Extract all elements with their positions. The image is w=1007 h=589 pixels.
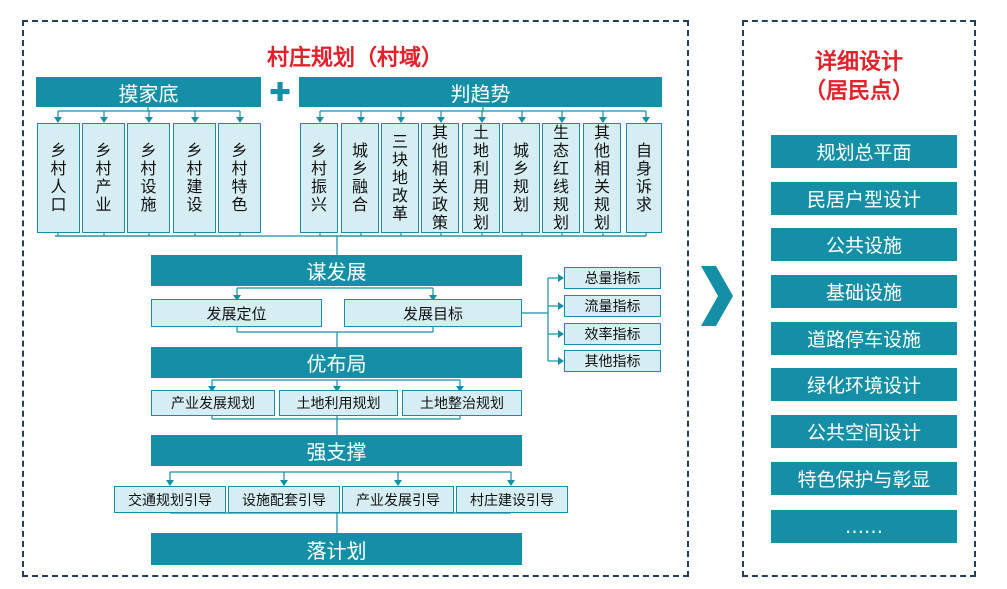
panqushi-item: 乡村振兴 <box>300 123 338 233</box>
panqushi-item: 城乡融合 <box>341 123 379 233</box>
panqushi-item: 其他相关政策 <box>421 123 459 233</box>
panqushi-item: 生态红线规划 <box>542 123 580 233</box>
detail-design-item: 基础设施 <box>771 275 957 308</box>
left-panel-frame <box>22 20 689 577</box>
chanye-fazhan-yindao-box: 产业发展引导 <box>342 486 454 513</box>
panqushi-item: 自身诉求 <box>626 123 662 233</box>
jiaotong-guihua-yindao-box: 交通规划引导 <box>114 486 226 513</box>
indicator-efficiency: 效率指标 <box>564 323 661 345</box>
transition-arrow <box>701 266 733 326</box>
panqushi-item: 土地利用规划 <box>462 123 500 233</box>
detail-design-item: 公共空间设计 <box>771 415 957 448</box>
tudi-zhengzhi-guihua-box: 土地整治规划 <box>402 390 522 416</box>
youbuju-header: 优布局 <box>151 347 522 378</box>
fazhan-mubiao-box: 发展目标 <box>344 299 522 327</box>
panqushi-header: 判趋势 <box>299 77 662 107</box>
left-panel-title: 村庄规划（村域） <box>266 46 443 71</box>
detail-design-item: …… <box>771 510 957 543</box>
mojiadi-item: 乡村设施 <box>127 123 170 233</box>
indicator-other: 其他指标 <box>564 350 661 372</box>
detail-design-item: 规划总平面 <box>771 135 957 168</box>
detail-design-item: 公共设施 <box>771 228 957 261</box>
right-panel-frame <box>742 20 976 577</box>
fazhan-dingwei-box: 发展定位 <box>151 299 322 327</box>
detail-design-item: 道路停车设施 <box>771 322 957 355</box>
panqushi-item: 其他相关规划 <box>583 123 621 233</box>
detail-design-item: 特色保护与彰显 <box>771 462 957 495</box>
mojiadi-item: 乡村特色 <box>218 123 261 233</box>
mojiadi-item: 乡村建设 <box>173 123 216 233</box>
panqushi-item: 三块地改革 <box>381 123 419 233</box>
mojiadi-header: 摸家底 <box>36 77 261 107</box>
plus-icon: ✚ <box>269 78 291 108</box>
tudi-liyong-guihua-box: 土地利用规划 <box>279 390 398 416</box>
qiangzhicheng-header: 强支撑 <box>151 435 522 466</box>
detail-design-item: 绿化环境设计 <box>771 368 957 401</box>
right-panel-title-line2: （居民点） <box>803 79 914 104</box>
luojihua-header: 落计划 <box>151 533 522 565</box>
indicator-total: 总量指标 <box>564 267 661 289</box>
sheshi-peitao-yindao-box: 设施配套引导 <box>228 486 340 513</box>
right-panel-title-line1: 详细设计 <box>814 50 903 75</box>
cunzhuang-jianshe-yindao-box: 村庄建设引导 <box>456 486 568 513</box>
mojiadi-item: 乡村人口 <box>37 123 80 233</box>
indicator-flow: 流量指标 <box>564 295 661 317</box>
detail-design-item: 民居户型设计 <box>771 182 957 215</box>
moufazhan-header: 谋发展 <box>151 255 522 286</box>
mojiadi-item: 乡村产业 <box>82 123 125 233</box>
panqushi-item: 城乡规划 <box>502 123 540 233</box>
chanye-fazhan-guihua-box: 产业发展规划 <box>151 390 275 416</box>
